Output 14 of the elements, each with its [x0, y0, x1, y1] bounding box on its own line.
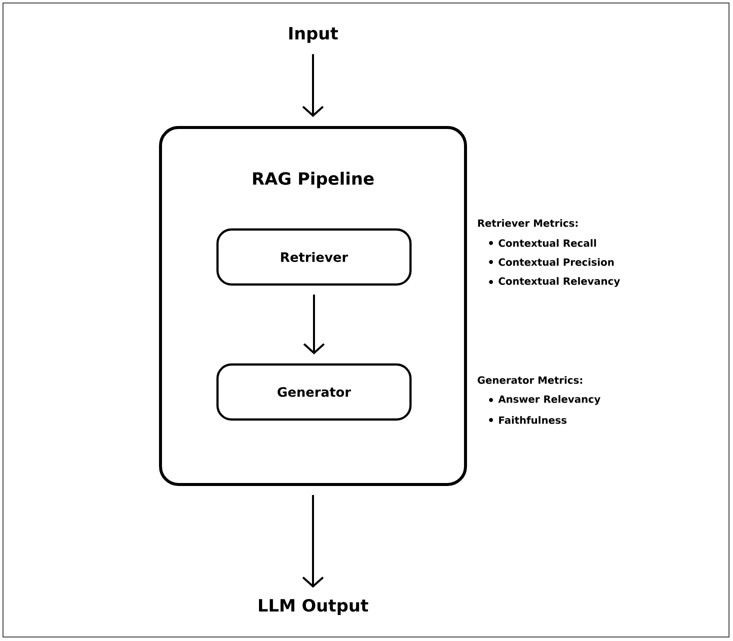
- metrics-heading: Generator Metrics:: [478, 376, 582, 384]
- arrow: [303, 294, 325, 354]
- io-label: LLM Output: [258, 598, 368, 616]
- bullet-item: Faithfulness: [499, 416, 567, 424]
- metrics-heading: Retriever Metrics:: [478, 219, 578, 227]
- bullet-item: Contextual Relevancy: [498, 277, 620, 287]
- process-box: Retriever: [216, 228, 412, 286]
- io-label: Input: [289, 27, 338, 43]
- arrow: [302, 54, 324, 117]
- bullet-item: Contextual Recall: [498, 239, 596, 247]
- arrow: [302, 495, 324, 588]
- process-box: Generator: [216, 363, 412, 421]
- bullet-item: Answer Relevancy: [498, 395, 600, 405]
- bullet-item: Contextual Precision: [498, 258, 614, 266]
